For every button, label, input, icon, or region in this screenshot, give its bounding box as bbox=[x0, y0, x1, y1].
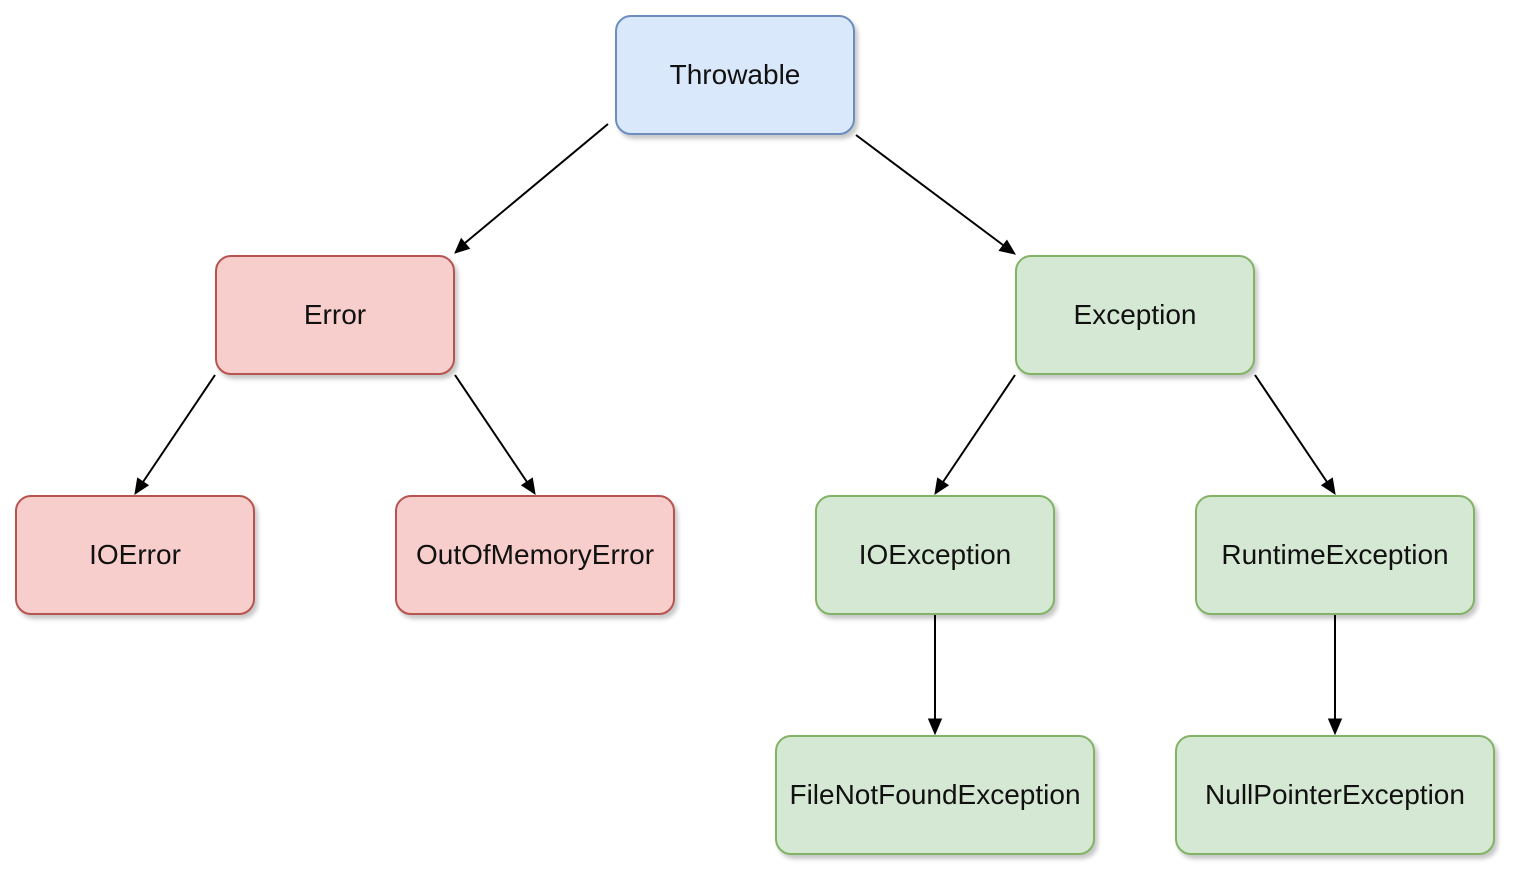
node-label: OutOfMemoryError bbox=[415, 539, 655, 570]
node-throwable[interactable]: Throwable bbox=[615, 15, 855, 135]
node-exception[interactable]: Exception bbox=[1015, 255, 1255, 375]
node-error[interactable]: Error bbox=[215, 255, 455, 375]
node-label: IOError bbox=[89, 539, 181, 570]
node-ioexception[interactable]: IOException bbox=[815, 495, 1055, 615]
node-label: Throwable bbox=[669, 59, 801, 90]
edge-exception-ioexception bbox=[934, 374, 1016, 496]
node-label: NullPointerException bbox=[1205, 779, 1465, 810]
node-label: RuntimeException bbox=[1221, 539, 1449, 570]
node-label: Error bbox=[303, 299, 367, 330]
edge-error-ioerror bbox=[134, 374, 216, 496]
node-label: Exception bbox=[1073, 299, 1197, 330]
edge-error-outofmemoryerror bbox=[454, 374, 536, 496]
node-nullpointerexception[interactable]: NullPointerException bbox=[1175, 735, 1495, 855]
edge-runtimeexception-nullpointerexception bbox=[1327, 615, 1343, 736]
edge-throwable-exception bbox=[855, 134, 1017, 255]
edge-throwable-error bbox=[454, 123, 609, 254]
node-outofmemoryerror[interactable]: OutOfMemoryError bbox=[395, 495, 675, 615]
node-runtimeexception[interactable]: RuntimeException bbox=[1195, 495, 1475, 615]
edge-ioexception-filenotfoundexception bbox=[927, 615, 943, 736]
node-label: FileNotFoundException bbox=[789, 779, 1081, 810]
node-ioerror[interactable]: IOError bbox=[15, 495, 255, 615]
node-label: IOException bbox=[858, 539, 1012, 570]
node-filenotfoundexception[interactable]: FileNotFoundException bbox=[775, 735, 1095, 855]
edge-exception-runtimeexception bbox=[1254, 374, 1336, 496]
